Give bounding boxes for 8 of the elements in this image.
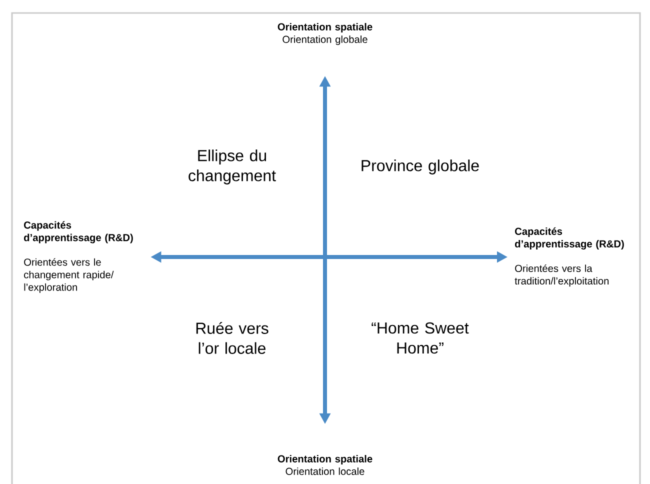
quadrant-label: Province globale <box>362 160 479 174</box>
quadrant-label: Ellipse du changement <box>188 150 276 184</box>
quadrant-label: “Home Sweet Home” <box>372 322 469 354</box>
axis-label: Capacités d’apprentissage (R&D) Orientées vers le changement rapide/ l’exploration <box>24 221 133 293</box>
axis-label: Capacités d’apprentissage (R&D) Orientées vers la tradition/l’exploitation <box>514 227 624 287</box>
axis-label: Orientation spatiale Orientation locale <box>278 455 372 475</box>
quadrant-label: Ruée vers l’or locale <box>196 322 268 354</box>
axis-label: Orientation spatiale Orientation globale <box>278 23 372 45</box>
